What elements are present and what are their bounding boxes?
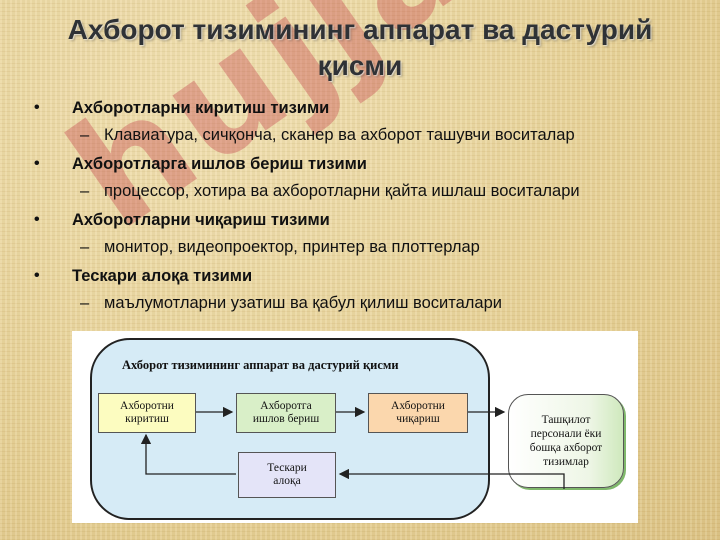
bullet-heading-text: Ахборотларга ишлов бериш тизими: [72, 155, 367, 173]
dash-icon: –: [80, 238, 90, 256]
bullet-list: • Ахборотларни киритиш тизими – Клавиату…: [28, 96, 708, 320]
input-box-line1: Ахборотни: [120, 400, 174, 412]
feedback-box: Тескари алоқа: [238, 452, 336, 498]
process-box-line2: ишлов бериш: [252, 413, 320, 425]
process-box-line1: Ахборотга: [260, 400, 312, 412]
input-box: Ахборотни киритиш: [98, 393, 196, 433]
arrow-feedback-to-input: [140, 433, 236, 475]
bullet-dot-icon: •: [34, 267, 40, 284]
arrow-external-to-feedback: [338, 468, 565, 489]
bullet-item: • Ахборотларни чиқариш тизими – монитор,…: [28, 208, 708, 264]
output-box: Ахборотни чиқариш: [368, 393, 468, 433]
bullet-item: • Ахборотларга ишлов бериш тизими – проц…: [28, 152, 708, 208]
external-systems-box: Ташқилот персонали ёки бошқа ахборот тиз…: [508, 394, 624, 488]
bullet-heading-text: Ахборотларни чиқариш тизими: [72, 211, 330, 229]
bullet-item: • Тескари алоқа тизими – маълумотларни у…: [28, 264, 708, 320]
bullet-item: • Ахборотларни киритиш тизими – Клавиату…: [28, 96, 708, 152]
bullet-dot-icon: •: [34, 155, 40, 172]
bullet-heading: • Ахборотларни киритиш тизими: [28, 96, 708, 120]
bullet-dot-icon: •: [34, 99, 40, 116]
feedback-box-line2: алоқа: [273, 475, 301, 487]
flow-arrows: [140, 406, 565, 489]
output-box-line1: Ахборотни: [391, 400, 445, 412]
input-box-line2: киритиш: [125, 413, 169, 425]
feedback-box-line1: Тескари: [267, 462, 307, 474]
bullet-heading-text: Тескари алоқа тизими: [72, 267, 253, 285]
bullet-dot-icon: •: [34, 211, 40, 228]
external-line3: бошқа ахборот: [529, 442, 603, 454]
process-box: Ахборотга ишлов бериш: [236, 393, 336, 433]
system-diagram: Ахборот тизимининг аппарат ва дастурий қ…: [72, 331, 638, 523]
bullet-detail: – процессор, хотира ва ахборотларни қайт…: [28, 176, 708, 208]
dash-icon: –: [80, 126, 90, 144]
external-line4: тизимлар: [543, 456, 589, 468]
external-line1: Ташқилот: [541, 414, 591, 426]
bullet-detail-text: процессор, хотира ва ахборотларни қайта …: [104, 182, 580, 200]
bullet-detail: – монитор, видеопроектор, принтер ва пло…: [28, 232, 708, 264]
bullet-heading: • Ахборотларни чиқариш тизими: [28, 208, 708, 232]
bullet-detail-text: Клавиатура, сичқонча, сканер ва ахборот …: [104, 126, 575, 144]
bullet-heading: • Ахборотларга ишлов бериш тизими: [28, 152, 708, 176]
bullet-detail: – Клавиатура, сичқонча, сканер ва ахборо…: [28, 120, 708, 152]
diagram-label: Ахборот тизимининг аппарат ва дастурий қ…: [122, 358, 399, 372]
bullet-detail-text: маълумотларни узатиш ва қабул қилиш воси…: [104, 294, 502, 312]
dash-icon: –: [80, 294, 90, 312]
output-box-line2: чиқариш: [396, 413, 440, 425]
bullet-heading: • Тескари алоқа тизими: [28, 264, 708, 288]
external-line2: персонали ёки: [530, 428, 602, 440]
bullet-heading-text: Ахборотларни киритиш тизими: [72, 99, 330, 117]
slide-title: Ахборот тизимининг аппарат ва дастурий қ…: [67, 14, 653, 81]
dash-icon: –: [80, 182, 90, 200]
bullet-detail-text: монитор, видеопроектор, принтер ва плотт…: [104, 238, 480, 256]
bullet-detail: – маълумотларни узатиш ва қабул қилиш во…: [28, 288, 708, 320]
